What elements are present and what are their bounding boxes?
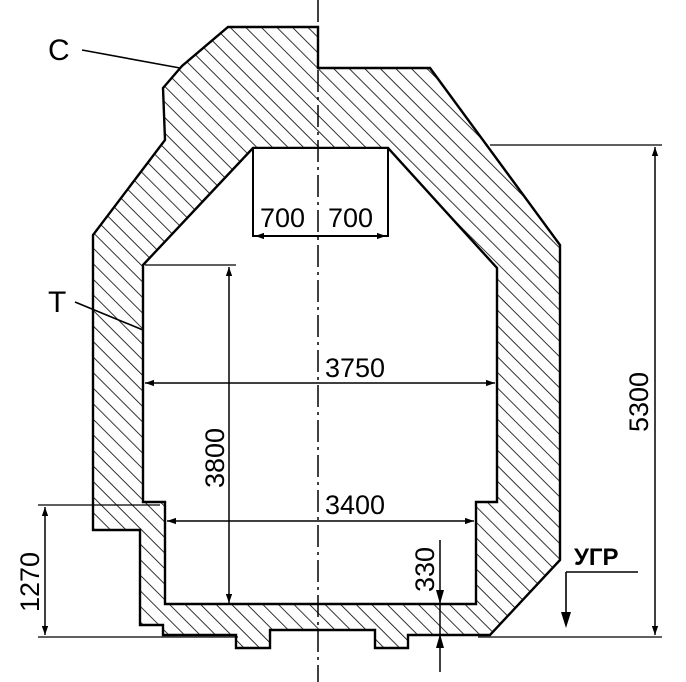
dim-text-3750: 3750: [325, 353, 385, 383]
dim-text-1270: 1270: [15, 552, 45, 612]
dim-text-700-left: 700: [260, 203, 305, 233]
dim-text-3400: 3400: [325, 490, 385, 520]
leader-line-t: [74, 301, 144, 331]
ceiling-niche: [252, 147, 389, 237]
label-t: T: [48, 286, 66, 319]
dim-text-5300: 5300: [624, 372, 654, 432]
dim-text-330: 330: [410, 547, 440, 592]
label-c: C: [48, 34, 70, 67]
ugr-arrow: [561, 612, 571, 628]
dim-arrow-330-top: [436, 590, 444, 604]
dim-text-700-right: 700: [328, 203, 373, 233]
leader-line-c: [81, 49, 181, 69]
label-ugr: УГР: [574, 544, 619, 571]
dim-arrow-330-bottom: [436, 634, 444, 648]
tunnel-lining-section: [91, 25, 562, 650]
dim-text-3800: 3800: [200, 428, 230, 488]
